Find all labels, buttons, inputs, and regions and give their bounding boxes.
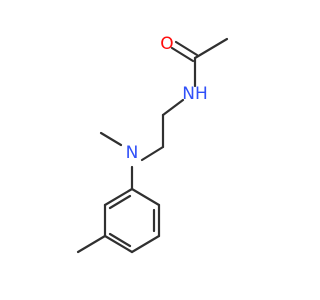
- ring-bond-1: [130, 187, 161, 207]
- ring-bond-4: [103, 234, 134, 254]
- acetyl-methyl-bond: [193, 37, 229, 60]
- amide-nitrogen-atom-label: NH: [182, 84, 208, 104]
- amide-n-to-ethyl-bond: [161, 98, 185, 117]
- ring-inner-double-bond-3: [108, 194, 132, 210]
- oxygen-atom-label: O: [160, 34, 173, 54]
- ethyl-to-amine-n-bond: [140, 145, 165, 162]
- carbonyl-double-bond-outer: [170, 46, 195, 63]
- ring-inner-double-bond-2: [108, 232, 132, 248]
- ring-bond-6: [103, 187, 134, 207]
- chemical-structure: O NH N: [76, 34, 229, 254]
- ring-bond-3: [130, 234, 161, 254]
- ring-methyl-bond: [76, 234, 107, 254]
- carbonyl-double-bond-inner: [174, 40, 199, 57]
- n-methyl-bond: [99, 131, 123, 147]
- amine-nitrogen-atom-label: N: [126, 143, 139, 163]
